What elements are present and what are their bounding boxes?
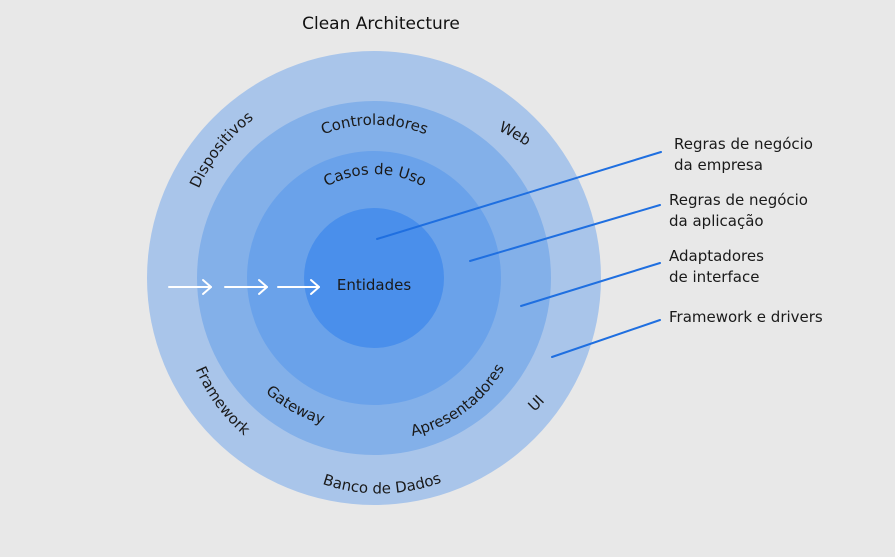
- legend-adapters-line2: de interface: [669, 268, 760, 286]
- arrow-right-icon: [168, 279, 212, 295]
- pointer-line-adapters: [520, 262, 661, 307]
- legend-adapters: Adaptadores de interface: [669, 246, 764, 288]
- legend-pointer-lines: [376, 151, 662, 358]
- legend-frameworks-line1: Framework e drivers: [669, 308, 823, 326]
- legend-entities: Regras de negócio da empresa: [674, 134, 813, 176]
- legend-adapters-line1: Adaptadores: [669, 247, 764, 265]
- pointer-line-use-cases: [469, 204, 661, 262]
- pointer-line-frameworks: [551, 319, 661, 358]
- legend-frameworks: Framework e drivers: [669, 307, 823, 328]
- ring-label-entidades: Entidades: [337, 276, 411, 294]
- legend-use-cases: Regras de negócio da aplicação: [669, 190, 808, 232]
- pointer-line-entities: [376, 151, 662, 240]
- legend-entities-line2: da empresa: [674, 156, 763, 174]
- diagram-title: Clean Architecture: [302, 14, 460, 34]
- legend-use-cases-line1: Regras de negócio: [669, 191, 808, 209]
- dependency-arrows: [168, 279, 320, 295]
- arrow-right-icon: [277, 279, 320, 295]
- ring-entities: [304, 208, 444, 348]
- legend-entities-line1: Regras de negócio: [674, 135, 813, 153]
- arrow-right-icon: [224, 279, 268, 295]
- legend-use-cases-line2: da aplicação: [669, 212, 764, 230]
